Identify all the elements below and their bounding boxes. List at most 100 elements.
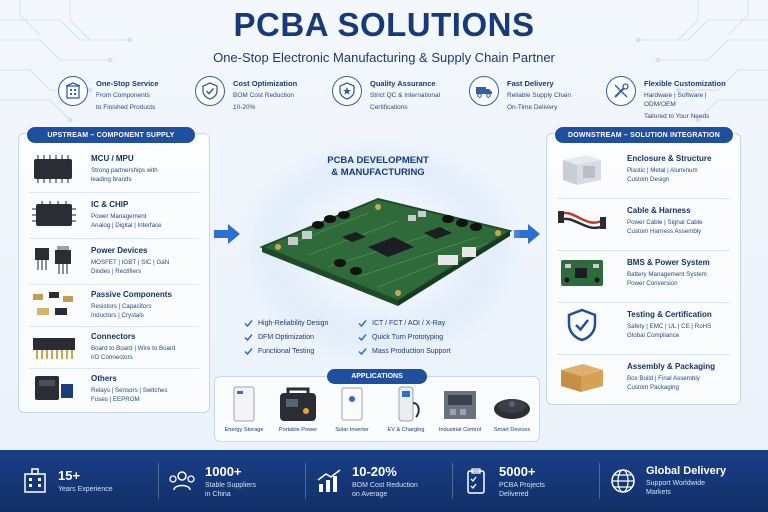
stat-label: Years Experience bbox=[58, 486, 113, 493]
stat-experience: 15+ Years Experience bbox=[20, 466, 150, 496]
feature-strip: One-Stop Service From Components to Fini… bbox=[58, 76, 738, 120]
circuit-decoration-left bbox=[0, 0, 133, 123]
feature-desc: Tailored to Your Needs bbox=[644, 113, 710, 120]
circuit-decoration-right bbox=[635, 0, 768, 123]
feature-title: Quality Assurance bbox=[370, 79, 436, 88]
stat-value: 10-20% bbox=[352, 463, 397, 479]
feature-desc: Strict QC & International bbox=[370, 92, 441, 99]
globe-icon bbox=[611, 469, 635, 493]
robot-vacuum-icon bbox=[494, 399, 530, 419]
item-title: Assembly & Packaging bbox=[627, 362, 716, 371]
downstream-item-cable-harness: Cable & Harness Power Cable | Signal Cab… bbox=[547, 200, 740, 244]
downstream-heading: DOWNSTREAM – SOLUTION INTEGRATION bbox=[555, 127, 733, 143]
feature-title: Fast Delivery bbox=[507, 79, 554, 88]
item-title: BMS & Power System bbox=[627, 258, 710, 267]
building-icon bbox=[24, 468, 46, 493]
checkmark-icon bbox=[358, 319, 367, 327]
shield-check-icon bbox=[195, 76, 225, 106]
feature-desc: Hardware | Software | ODM/OEM bbox=[644, 92, 707, 108]
checkmark-icon bbox=[358, 348, 367, 356]
item-title: Cable & Harness bbox=[627, 206, 691, 215]
portable-power-station-icon bbox=[280, 387, 316, 421]
stat-value: Global Delivery bbox=[646, 465, 727, 477]
quality-shield-icon bbox=[332, 76, 362, 106]
feature-desc: On-Time Delivery bbox=[507, 104, 558, 111]
app-smart-devices: Smart Devices bbox=[485, 385, 539, 441]
feature-flexible-customization: Flexible Customization Hardware | Softwa… bbox=[606, 76, 738, 120]
solar-inverter-icon bbox=[341, 387, 363, 421]
feature-desc: Certifications bbox=[370, 104, 408, 111]
item-title: MCU / MPU bbox=[91, 154, 134, 163]
upstream-panel: UPSTREAM – COMPONENT SUPPLY MCU / MPU St… bbox=[18, 127, 210, 413]
truck-icon bbox=[469, 76, 499, 106]
feature-fast-delivery: Fast Delivery Reliable Supply Chain On-T… bbox=[469, 76, 601, 114]
growth-chart-icon bbox=[317, 469, 341, 492]
relay-icon bbox=[35, 376, 73, 400]
enclosure-box-icon bbox=[563, 155, 601, 185]
energy-storage-cabinet-icon bbox=[233, 386, 255, 422]
center-checklist: High-Reliability Design ICT / FCT / AOI … bbox=[244, 318, 524, 358]
feature-desc: 10-20% bbox=[233, 104, 256, 111]
app-solar-inverter: Solar Inverter bbox=[325, 385, 379, 441]
feature-cost-optimization: Cost Optimization BOM Cost Reduction 10-… bbox=[195, 76, 327, 114]
item-title: Others bbox=[91, 374, 117, 383]
feature-desc: Reliable Supply Chain bbox=[507, 92, 571, 99]
stat-value: 5000+ bbox=[499, 463, 536, 479]
app-portable-power: Portable Power bbox=[271, 385, 325, 441]
mcu-chip-icon bbox=[34, 155, 72, 183]
packaging-box-icon bbox=[561, 364, 603, 392]
ev-charger-icon bbox=[398, 386, 420, 422]
feature-title: One-Stop Service bbox=[96, 79, 159, 88]
checkmark-icon bbox=[244, 348, 253, 356]
downstream-item-enclosure: Enclosure & Structure Plastic | Metal | … bbox=[547, 148, 740, 192]
applications-heading: APPLICATIONS bbox=[327, 369, 427, 384]
feature-title: Cost Optimization bbox=[233, 79, 298, 88]
building-icon bbox=[58, 76, 88, 106]
stat-value: 15+ bbox=[58, 468, 81, 483]
certification-shield-icon bbox=[567, 308, 597, 342]
bms-board-icon bbox=[561, 260, 603, 286]
clipboard-check-icon bbox=[467, 468, 485, 494]
app-industrial-control: Industrial Control bbox=[433, 385, 487, 441]
check-item: DFM Optimization bbox=[244, 332, 348, 342]
downstream-panel: DOWNSTREAM – SOLUTION INTEGRATION Enclos… bbox=[546, 127, 741, 405]
page-subtitle: One-Stop Electronic Manufacturing & Supp… bbox=[213, 50, 555, 65]
item-title: Testing & Certification bbox=[627, 310, 712, 319]
feature-title: Flexible Customization bbox=[644, 79, 726, 88]
feature-quality-assurance: Quality Assurance Strict QC & Internatio… bbox=[332, 76, 464, 114]
stat-value: 1000+ bbox=[205, 463, 242, 479]
item-title: Power Devices bbox=[91, 246, 148, 255]
app-ev-charging: EV & Charging bbox=[379, 385, 433, 441]
check-item: Functional Testing bbox=[244, 347, 348, 357]
upstream-item-passive-components: Passive Components Resistors | Capacitor… bbox=[19, 284, 209, 328]
item-title: Connectors bbox=[91, 332, 136, 341]
downstream-item-testing: Testing & Certification Safety | EMC | U… bbox=[547, 304, 740, 348]
app-energy-storage: Energy Storage bbox=[217, 385, 271, 441]
check-item: Quick Turn Prototyping bbox=[358, 332, 478, 342]
upstream-item-connectors: Connectors Board to Board | Wire to Boar… bbox=[19, 326, 209, 370]
arrow-right-icon bbox=[514, 224, 540, 244]
power-device-icon bbox=[35, 246, 71, 274]
downstream-item-assembly: Assembly & Packaging Box Build | Final A… bbox=[547, 356, 740, 400]
item-title: Passive Components bbox=[91, 290, 172, 299]
checkmark-icon bbox=[244, 319, 253, 327]
industrial-control-icon bbox=[444, 391, 476, 419]
stats-footer: 15+ Years Experience 1000+ Stable Suppli… bbox=[0, 450, 768, 512]
applications-panel: APPLICATIONS Energy Storage Portable Pow… bbox=[214, 369, 540, 442]
check-item: High-Reliability Design bbox=[244, 318, 348, 328]
